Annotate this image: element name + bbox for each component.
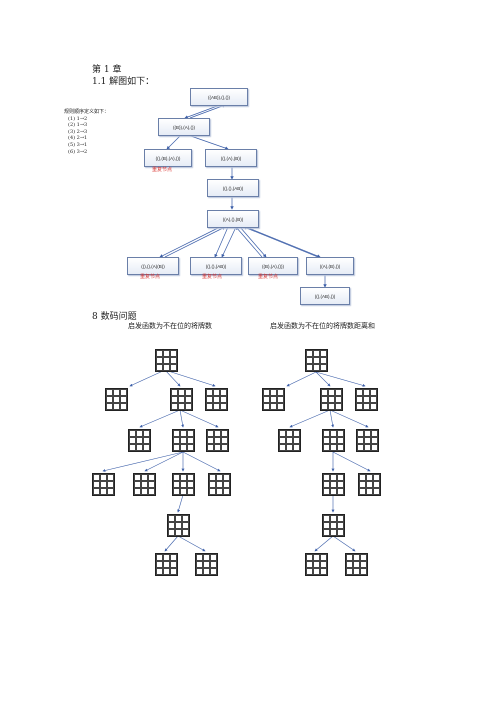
puzzle-board xyxy=(205,388,228,411)
puzzle-board xyxy=(128,429,151,452)
section-1-1-heading: 1.1 解图如下： xyxy=(92,77,155,87)
puzzle-board xyxy=(320,388,343,411)
puzzle-board xyxy=(208,473,231,496)
state-node-1: ((AB)),(),()) xyxy=(190,88,248,106)
puzzle-board xyxy=(133,473,156,496)
chapter-1-heading: 第 1 章 xyxy=(92,65,122,75)
puzzle-board xyxy=(167,514,190,537)
section-8-puzzle-heading: 8 数码问题 xyxy=(92,312,137,322)
state-node-3: ((),(B),(A),()) xyxy=(144,149,192,167)
state-node-4: ((),(A),(B)) xyxy=(205,149,257,167)
rule-1: (1) 1→2 xyxy=(68,115,88,122)
puzzle-board xyxy=(355,388,378,411)
puzzle-board xyxy=(170,388,193,411)
puzzle-board xyxy=(155,349,178,372)
right-tree-subtitle: 启发函数为不在位的将牌数距离和 xyxy=(270,322,375,330)
puzzle-board xyxy=(322,514,345,537)
puzzle-board xyxy=(92,473,115,496)
rules-block: 规则顺序定义如下： (1) 1→2 (2) 1→3 (3) 2→3 (4) 2→… xyxy=(64,109,109,155)
puzzle-board xyxy=(358,473,381,496)
puzzle-board xyxy=(356,429,379,452)
state-node-6: ((A),(),(B)) xyxy=(207,210,259,228)
rule-2: (2) 1→3 xyxy=(68,122,88,129)
state-node-7: ((),(),(A)(B)) xyxy=(127,257,179,275)
puzzle-board xyxy=(172,473,195,496)
rule-6: (6) 3→2 xyxy=(68,148,88,155)
puzzle-board xyxy=(322,429,345,452)
puzzle-board xyxy=(172,429,195,452)
rule-3: (3) 2→3 xyxy=(68,128,88,135)
puzzle-board xyxy=(278,429,301,452)
puzzle-board xyxy=(305,349,328,372)
puzzle-board xyxy=(155,553,178,576)
puzzle-board xyxy=(305,553,328,576)
puzzle-board xyxy=(206,429,229,452)
puzzle-board xyxy=(195,553,218,576)
state-node-9: ((B),(A),())) xyxy=(248,257,298,275)
left-tree-subtitle: 启发函数为不在位的将牌数 xyxy=(128,322,212,330)
rule-4: (4) 2→1 xyxy=(68,135,88,142)
rules-title: 规则顺序定义如下： xyxy=(64,109,110,115)
repeat-node-label-2: 重复节点 xyxy=(140,274,161,280)
state-node-11: ((),(AB),()) xyxy=(300,287,350,305)
rule-5: (5) 3→1 xyxy=(68,141,88,148)
puzzle-board xyxy=(262,388,285,411)
repeat-node-label-1: 重复节点 xyxy=(152,167,173,173)
repeat-node-label-3: 重复节点 xyxy=(202,274,223,280)
state-node-5: ((),(),(AB)) xyxy=(207,179,259,197)
repeat-node-label-4: 重复节点 xyxy=(258,274,279,280)
puzzle-board xyxy=(105,388,128,411)
puzzle-board xyxy=(322,473,345,496)
puzzle-board xyxy=(345,553,368,576)
state-node-2: ((B)),(A),()) xyxy=(158,118,210,136)
state-node-8: ((),(),(AB)) xyxy=(190,257,242,275)
state-node-10: ((A),(B),()) xyxy=(306,257,354,275)
